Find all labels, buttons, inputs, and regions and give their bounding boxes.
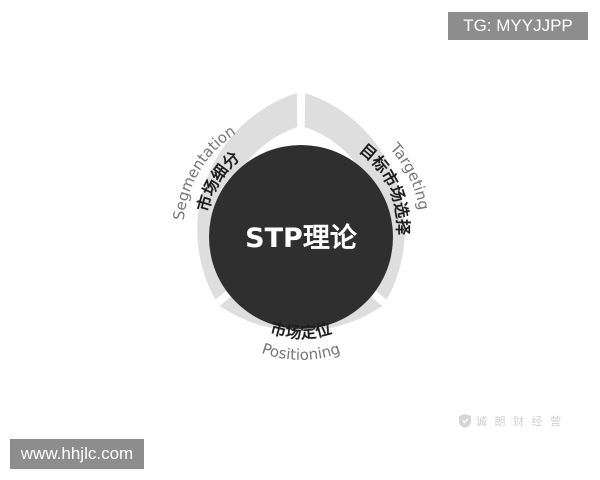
center-title: STP理论	[245, 223, 358, 254]
center-circle	[209, 145, 393, 329]
brand-watermark: 诚 朗 财 经 营	[458, 412, 563, 430]
shield-logo-icon	[459, 414, 471, 428]
watermark-text: 诚 朗 财 经 营	[476, 415, 563, 428]
positioning-english-label: Positioning	[260, 340, 343, 364]
site-url-badge: www.hhjlc.com	[10, 439, 144, 469]
tg-watermark-badge: TG: MYYJJPP	[448, 12, 588, 40]
